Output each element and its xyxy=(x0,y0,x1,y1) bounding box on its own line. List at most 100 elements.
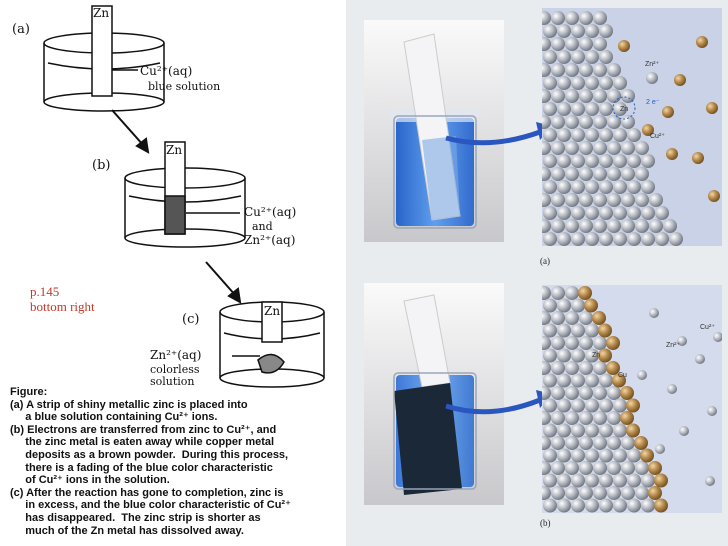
atom xyxy=(640,448,654,463)
atom xyxy=(571,154,585,168)
atom xyxy=(542,361,551,375)
atom xyxy=(579,115,593,129)
atom xyxy=(557,50,571,64)
atom xyxy=(565,361,579,375)
atom xyxy=(579,89,593,103)
atom xyxy=(641,154,655,168)
atom xyxy=(585,473,599,488)
atom xyxy=(635,219,649,233)
atom xyxy=(579,167,593,181)
atom xyxy=(542,311,551,325)
atom-label-cu: Cu xyxy=(618,372,627,379)
atom xyxy=(585,50,599,64)
atom xyxy=(641,498,655,513)
atom xyxy=(565,411,579,425)
atom xyxy=(557,180,571,194)
atom xyxy=(613,180,627,194)
atom xyxy=(599,498,613,513)
atom xyxy=(579,11,593,25)
atom xyxy=(579,361,593,375)
atom xyxy=(551,386,565,400)
atom xyxy=(565,115,579,129)
atom xyxy=(542,37,551,51)
atom xyxy=(565,219,579,233)
atom xyxy=(542,167,551,181)
atom xyxy=(579,411,593,425)
beaker-photo-b xyxy=(364,283,504,505)
cu-ion-label-b: Cu²⁺(aq) xyxy=(244,205,297,219)
atom xyxy=(593,219,607,233)
atom xyxy=(620,411,634,425)
atom xyxy=(551,436,565,450)
atom xyxy=(551,37,565,51)
beaker-b xyxy=(124,141,246,248)
atom xyxy=(571,76,585,90)
atom xyxy=(599,206,613,220)
atom xyxy=(599,128,613,142)
atom xyxy=(542,336,551,350)
caption-line: there is a fading of the blue color char… xyxy=(10,461,273,474)
atom xyxy=(635,486,649,500)
colorless-label: colorless xyxy=(150,363,200,376)
atom xyxy=(543,102,557,116)
atom xyxy=(621,219,635,233)
panel-label-a: (a) xyxy=(540,256,550,266)
atom xyxy=(593,386,607,400)
atom xyxy=(542,193,551,207)
cu-ion-label-a: Cu²⁺(aq) xyxy=(140,64,193,78)
atom xyxy=(627,498,641,513)
zn-atom-outline xyxy=(612,96,636,120)
caption-line: has disappeared. The zinc strip is short… xyxy=(10,511,261,524)
atom xyxy=(649,193,663,207)
atom xyxy=(613,398,627,413)
caption-line: of Cu²⁺ ions in the solution. xyxy=(10,474,170,487)
atom xyxy=(627,232,641,246)
atom xyxy=(585,423,599,438)
atom xyxy=(599,180,613,194)
atom xyxy=(543,232,557,246)
atom xyxy=(543,206,557,220)
atom xyxy=(565,11,579,25)
atom xyxy=(571,398,585,413)
atom xyxy=(543,498,557,513)
zn-ion-label-c: Zn²⁺(aq) xyxy=(150,348,202,362)
atom-label-cu2: Cu²⁺ xyxy=(650,133,665,140)
atom xyxy=(655,206,669,220)
left-beaker-diagram xyxy=(43,5,325,388)
atom xyxy=(579,436,593,450)
atom xyxy=(621,461,635,475)
atom xyxy=(635,167,649,181)
atom xyxy=(551,167,565,181)
atom xyxy=(557,473,571,488)
atom xyxy=(551,336,565,350)
atom xyxy=(599,232,613,246)
atom xyxy=(593,89,607,103)
caption-line: the zinc metal is eaten away while coppe… xyxy=(10,436,275,449)
atom xyxy=(621,436,635,450)
caption-line: (b) Electrons are transferred from zinc … xyxy=(10,423,277,436)
atom xyxy=(565,461,579,475)
atom xyxy=(613,206,627,220)
atom xyxy=(557,128,571,142)
and-label: and xyxy=(252,220,273,233)
atom xyxy=(543,76,557,90)
atom xyxy=(551,411,565,425)
atom xyxy=(543,323,557,338)
atom xyxy=(565,37,579,51)
atom xyxy=(648,461,662,475)
atom xyxy=(557,423,571,438)
zn-label-a: Zn xyxy=(93,6,110,20)
atom xyxy=(543,373,557,388)
atom xyxy=(585,102,599,116)
atom xyxy=(627,473,641,488)
atom xyxy=(551,219,565,233)
atom xyxy=(621,193,635,207)
atom xyxy=(542,411,551,425)
atom xyxy=(571,24,585,38)
atom xyxy=(542,461,551,475)
atom xyxy=(579,193,593,207)
atom xyxy=(543,398,557,413)
atom xyxy=(607,193,621,207)
atom xyxy=(542,486,551,500)
atom xyxy=(557,232,571,246)
